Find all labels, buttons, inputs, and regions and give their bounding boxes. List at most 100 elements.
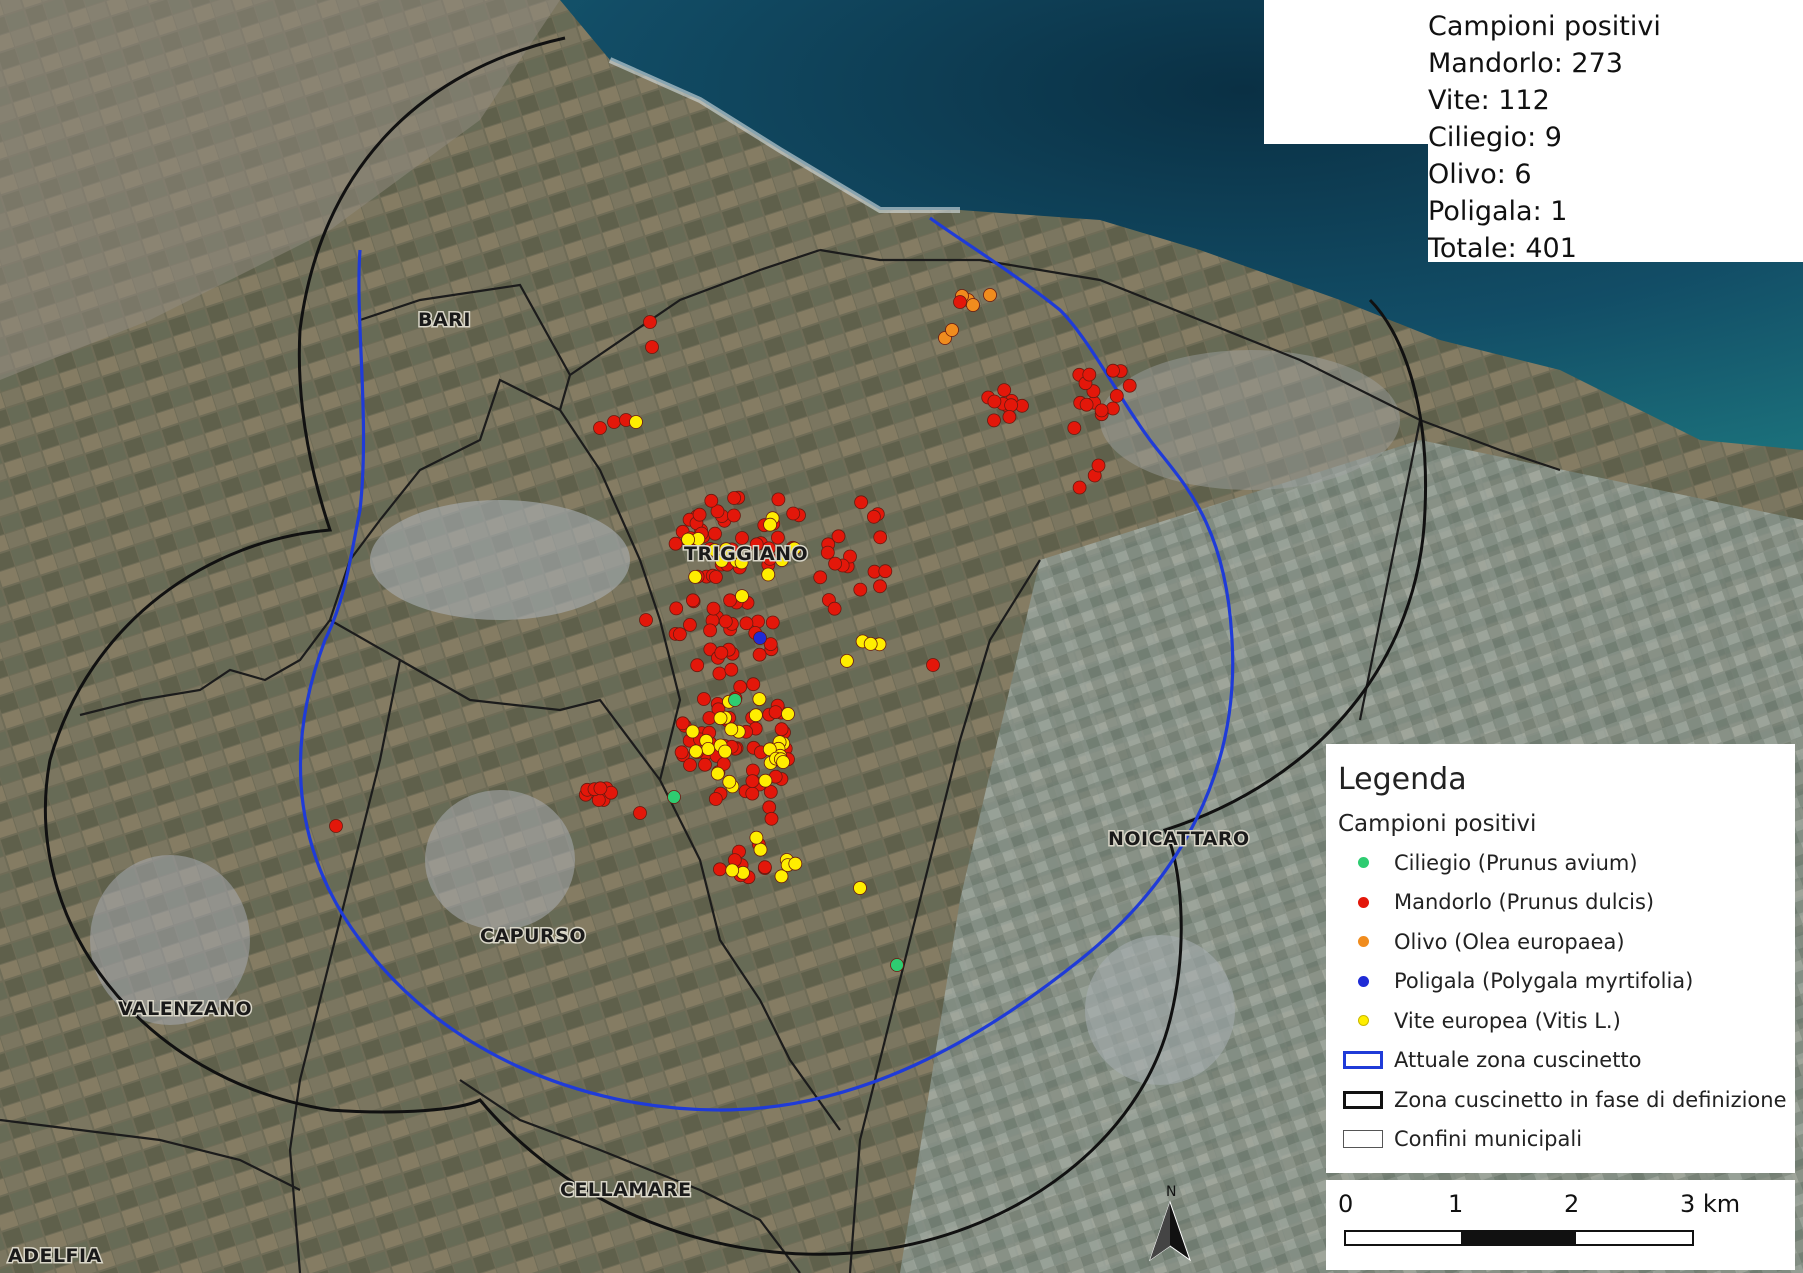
sample-point-mandorlo xyxy=(727,491,741,505)
sample-point-mandorlo xyxy=(926,658,940,672)
blue-dot-icon xyxy=(1357,975,1369,987)
current-buffer-zone xyxy=(298,216,1235,1112)
sample-point-mandorlo xyxy=(645,340,659,354)
sample-point-mandorlo xyxy=(708,526,722,541)
sample-point-mandorlo xyxy=(873,579,887,594)
sample-point-mandorlo xyxy=(683,758,697,772)
scale-tick-2: 2 xyxy=(1564,1190,1580,1218)
sample-point-mandorlo xyxy=(714,645,729,660)
sample-point-mandorlo xyxy=(1067,421,1082,435)
sample-point-mandorlo xyxy=(718,614,733,629)
legend-item-ciliegio: Ciliegio (Prunus avium) xyxy=(1338,843,1783,883)
sample-point-vite xyxy=(685,724,700,739)
sample-point-vite xyxy=(753,842,768,857)
summary-box-background-lower xyxy=(1428,144,1803,262)
summary-title: Campioni positivi xyxy=(1428,11,1661,42)
legend-item-municipal-boundaries: Confini municipali xyxy=(1338,1120,1783,1160)
sample-point-mandorlo xyxy=(593,781,608,796)
sample-point-vite xyxy=(763,517,777,532)
place-label-triggiano: TRIGGIANO xyxy=(684,543,808,565)
sample-point-mandorlo xyxy=(593,421,607,435)
sample-point-mandorlo xyxy=(827,601,842,616)
blue-outline-box-icon xyxy=(1343,1051,1383,1070)
scale-tick-1: 1 xyxy=(1448,1190,1464,1218)
summary-line-ciliegio: Ciliegio: 9 xyxy=(1428,122,1562,153)
sample-point-vite xyxy=(681,532,695,547)
sample-point-mandorlo xyxy=(674,745,689,760)
sample-point-mandorlo xyxy=(633,806,647,820)
scale-bar xyxy=(1344,1230,1694,1246)
sample-point-vite xyxy=(735,589,749,603)
sample-point-vite xyxy=(761,567,776,582)
legend-item-vite: Vite europea (Vitis L.) xyxy=(1338,1001,1783,1041)
sample-point-mandorlo xyxy=(675,716,690,731)
sample-point-mandorlo xyxy=(639,613,653,627)
summary-line-mandorlo: Mandorlo: 273 xyxy=(1428,48,1623,79)
sample-point-ciliegio xyxy=(890,958,904,972)
summary-box-background xyxy=(1264,0,1803,144)
sample-point-vite xyxy=(734,555,749,570)
urban-area-capurso xyxy=(425,790,575,930)
sample-point-mandorlo xyxy=(1094,403,1109,418)
legend-item-label: Zona cuscinetto in fase di definizione xyxy=(1394,1087,1787,1112)
sample-point-mandorlo xyxy=(1122,378,1137,393)
sample-point-mandorlo xyxy=(668,536,683,551)
sample-point-ciliegio xyxy=(728,693,742,707)
legend-item-olivo: Olivo (Olea europaea) xyxy=(1338,922,1783,962)
sample-point-mandorlo xyxy=(774,722,789,737)
urban-area-triggiano xyxy=(370,500,630,620)
sample-point-vite xyxy=(776,755,790,769)
sample-point-mandorlo xyxy=(745,774,760,788)
sample-point-mandorlo xyxy=(735,531,749,545)
legend-item-label: Confini municipali xyxy=(1394,1127,1583,1152)
sample-point-mandorlo xyxy=(1004,398,1018,413)
sample-point-vite xyxy=(749,708,763,723)
sample-point-mandorlo xyxy=(828,556,842,571)
sample-point-vite xyxy=(853,881,867,895)
sample-point-mandorlo xyxy=(683,618,697,632)
sample-point-vite xyxy=(781,707,795,721)
sample-point-mandorlo xyxy=(745,786,760,801)
sample-point-mandorlo xyxy=(329,819,343,833)
legend-item-label: Poligala (Polygala myrtifolia) xyxy=(1394,969,1694,994)
place-label-capurso: CAPURSO xyxy=(480,925,586,947)
sample-point-vite xyxy=(713,711,728,726)
place-label-bari: BARI xyxy=(418,309,471,331)
sample-point-mandorlo xyxy=(771,492,786,507)
sample-point-mandorlo xyxy=(765,615,780,630)
sample-point-mandorlo xyxy=(1106,363,1120,378)
sample-point-vite xyxy=(718,744,732,759)
legend-title: Legenda xyxy=(1338,762,1467,797)
legend-item-label: Ciliegio (Prunus avium) xyxy=(1394,850,1638,875)
sample-point-vite xyxy=(775,553,789,567)
sample-point-mandorlo xyxy=(762,800,777,815)
sample-point-olivo xyxy=(983,288,997,302)
sample-point-mandorlo xyxy=(713,862,727,877)
sample-point-mandorlo xyxy=(763,637,778,651)
legend-item-label: Olivo (Olea europaea) xyxy=(1394,929,1625,954)
sample-point-mandorlo xyxy=(987,394,1002,409)
sample-point-ciliegio xyxy=(667,790,681,804)
sample-point-mandorlo xyxy=(749,537,764,552)
north-arrow-icon: N xyxy=(1149,1184,1191,1262)
sample-point-mandorlo xyxy=(953,295,967,309)
sample-point-mandorlo xyxy=(706,601,721,616)
sample-point-mandorlo xyxy=(723,593,737,608)
sample-point-vite xyxy=(749,830,764,845)
sample-points xyxy=(329,288,1137,972)
urban-area-valenzano xyxy=(90,855,250,1025)
sample-point-mandorlo xyxy=(873,530,888,545)
sample-point-mandorlo xyxy=(697,692,711,706)
sample-point-mandorlo xyxy=(746,677,761,692)
sample-point-vite xyxy=(725,863,740,878)
sample-point-vite xyxy=(629,415,643,429)
sample-point-mandorlo xyxy=(704,493,719,508)
legend-item-label: Attuale zona cuscinetto xyxy=(1394,1048,1642,1073)
summary-line-poligala: Poligala: 1 xyxy=(1428,196,1568,227)
summary-line-vite: Vite: 112 xyxy=(1428,85,1550,116)
sample-point-mandorlo xyxy=(710,504,725,519)
sample-point-vite xyxy=(758,773,773,788)
gray-outline-box-icon xyxy=(1343,1130,1383,1149)
sample-point-vite xyxy=(774,869,789,884)
sample-point-mandorlo xyxy=(764,811,779,826)
